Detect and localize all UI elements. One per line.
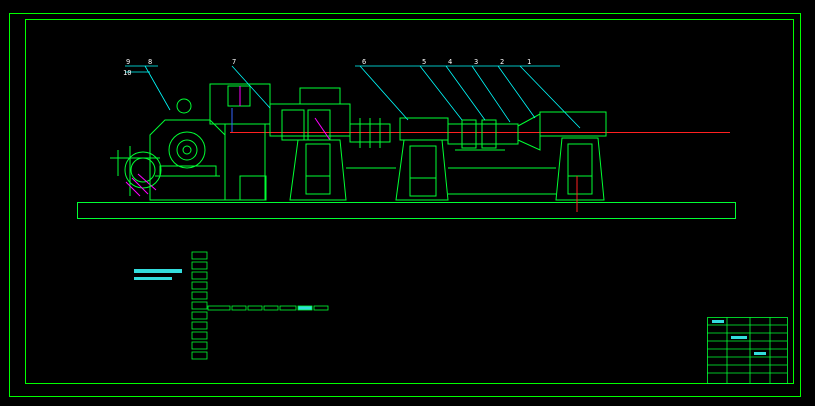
part-labels: 1 2 3 4 5 6 7 8 9 10: [123, 58, 531, 77]
coupling-train-right: [447, 119, 519, 151]
list-block-9: [191, 331, 208, 340]
row-block-3: [247, 305, 263, 311]
list-block-1: [191, 251, 208, 260]
gearbox-body: [224, 123, 266, 201]
list-block-2: [191, 261, 208, 270]
stand-right-window: [567, 143, 593, 195]
coupling-cap: [299, 87, 341, 105]
coupling-cell-1: [281, 109, 305, 141]
handwheel: [124, 151, 162, 189]
leader-1: [519, 65, 581, 129]
gearbox: [209, 83, 271, 201]
list-block-3: [191, 271, 208, 280]
part-label-10: 10: [123, 69, 131, 77]
part-label-8: 8: [148, 58, 152, 66]
stand-left-window: [305, 143, 331, 195]
row-block-6: [297, 305, 313, 311]
list-block-10: [191, 341, 208, 350]
list-block-5: [191, 291, 208, 300]
gearbox-foot: [239, 175, 267, 201]
row-block-7: [313, 305, 329, 311]
leader-8: [144, 65, 171, 111]
title-text-bar-1: [712, 320, 724, 323]
gearbox-window: [227, 85, 251, 107]
leader-7: [231, 65, 271, 109]
part-label-5: 5: [422, 58, 426, 66]
leader-2: [497, 65, 536, 119]
leader-4: [445, 65, 486, 121]
leader-6: [359, 65, 409, 121]
list-block-6: [191, 301, 208, 310]
cone-transition: [517, 113, 541, 151]
title-block: [707, 317, 788, 384]
row-block-2: [231, 305, 247, 311]
note-bar-1: [134, 269, 182, 273]
coupling-marker: [314, 117, 331, 141]
list-block-11: [191, 351, 208, 360]
stand-right: [539, 111, 607, 212]
coupling-train-body: [447, 123, 519, 145]
parts-list-row: [207, 305, 329, 311]
motor-flange: [168, 131, 206, 169]
parts-list-column: [191, 251, 208, 360]
stand-center-head: [399, 117, 449, 141]
stand-center-frame: [395, 139, 449, 201]
coupling-disc-2: [481, 119, 497, 149]
part-label-2: 2: [500, 58, 504, 66]
handwheel-hatching: [125, 173, 157, 197]
rolling-mill-assembly: [110, 83, 607, 212]
title-block-border: [707, 317, 788, 384]
handwheel-assembly: [110, 146, 162, 197]
drawing-frame: [9, 13, 801, 397]
list-block-8: [191, 321, 208, 330]
row-block-5: [279, 305, 297, 311]
motor-unit: [149, 98, 226, 201]
stand-center: [395, 117, 449, 201]
leader-lines: [125, 65, 581, 129]
list-block-4: [191, 281, 208, 290]
stand-right-frame: [555, 137, 605, 201]
part-label-1: 1: [527, 58, 531, 66]
part-label-6: 6: [362, 58, 366, 66]
row-block-4: [263, 305, 279, 311]
title-text-bar-2: [731, 336, 747, 339]
inner-border: [25, 19, 794, 384]
technical-notes: [134, 269, 182, 280]
part-label-4: 4: [448, 58, 452, 66]
coupling-disc-1: [461, 119, 477, 149]
stand-right-head: [539, 111, 607, 137]
gear-top: [176, 98, 192, 114]
list-block-7: [191, 311, 208, 320]
leader-3: [471, 65, 511, 123]
row-block-1: [207, 305, 231, 311]
part-label-9: 9: [126, 58, 130, 66]
leader-5: [419, 65, 463, 121]
note-bar-2: [134, 277, 172, 280]
stand-left-frame: [289, 139, 347, 201]
part-label-7: 7: [232, 58, 236, 66]
stand-center-window: [409, 145, 437, 197]
motor-flange-inner: [176, 139, 198, 161]
outer-border: [9, 13, 801, 397]
stand-left: [289, 139, 347, 201]
title-text-bar-3: [754, 352, 766, 355]
middle-shaft: [349, 118, 391, 148]
part-label-3: 3: [474, 58, 478, 66]
motor-shaft: [182, 145, 192, 155]
base-platform: [77, 202, 736, 219]
